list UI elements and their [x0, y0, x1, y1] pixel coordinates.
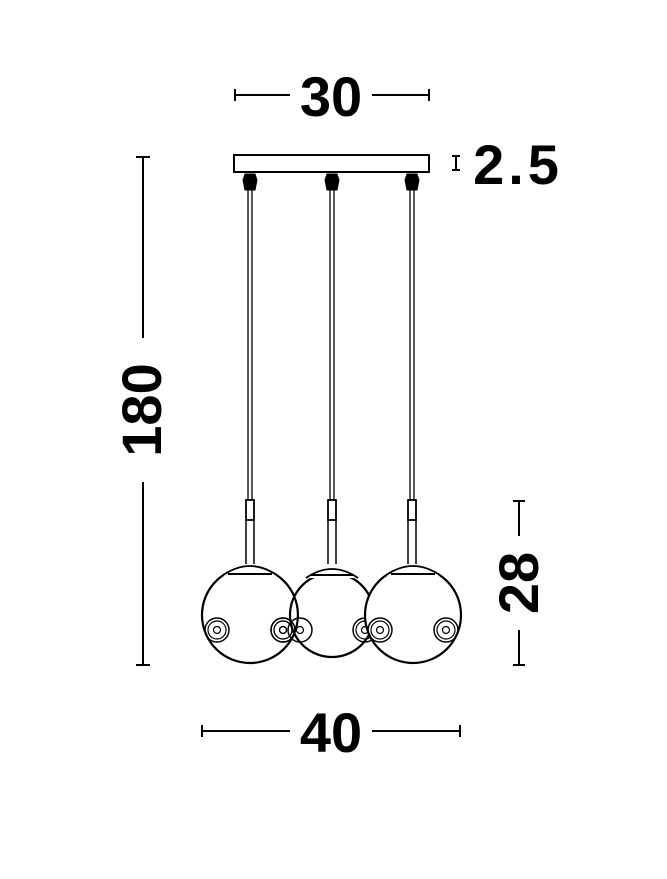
pendant-left [200, 173, 300, 665]
total-width-label: 40 [300, 701, 362, 764]
canopy [233, 154, 430, 173]
glass-sphere [363, 565, 463, 665]
cord-grip-icon [324, 173, 340, 191]
total-height-label: 180 [110, 363, 173, 456]
pendant-left-overlap [270, 595, 299, 643]
shade-height-label: 28 [487, 552, 550, 614]
dimension-canopy-width [234, 89, 430, 101]
pendant-right [363, 173, 463, 665]
cord-grip-icon [242, 173, 258, 191]
glass-sphere [200, 565, 300, 665]
canopy-height-label: 2.5 [473, 133, 563, 196]
canopy-width-label: 30 [300, 65, 362, 128]
cord-grip-icon [404, 173, 420, 191]
dimension-total-height [136, 156, 150, 666]
dimension-shade-height [513, 500, 525, 666]
dimension-total-width [201, 725, 461, 737]
dimension-canopy-height [452, 155, 460, 171]
pendant-center [287, 173, 378, 659]
glass-sphere [288, 571, 376, 659]
